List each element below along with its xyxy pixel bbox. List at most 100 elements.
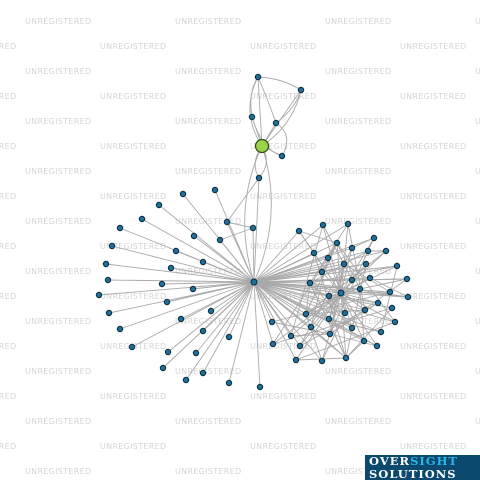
graph-node bbox=[95, 291, 103, 299]
graph-node bbox=[179, 190, 187, 198]
edge bbox=[253, 281, 323, 362]
watermark-text: UNREGISTERED bbox=[100, 442, 166, 451]
graph-node bbox=[310, 249, 318, 257]
graph-node bbox=[319, 221, 327, 229]
edge bbox=[329, 278, 408, 335]
edge bbox=[329, 333, 378, 347]
graph-node bbox=[102, 260, 110, 268]
watermark-text: UNREGISTERED bbox=[0, 442, 16, 451]
graph-node bbox=[296, 342, 304, 350]
edge bbox=[253, 281, 347, 359]
graph-node bbox=[177, 315, 185, 323]
graph-node bbox=[366, 274, 374, 282]
watermark-text: UNREGISTERED bbox=[25, 167, 91, 176]
watermark-text: UNREGISTERED bbox=[175, 467, 241, 476]
edge bbox=[351, 278, 408, 281]
edge bbox=[253, 145, 272, 283]
graph-node bbox=[163, 298, 171, 306]
watermark-text: UNREGISTERED bbox=[400, 342, 466, 351]
edge bbox=[228, 281, 255, 384]
watermark-text: UNREGISTERED bbox=[400, 242, 466, 251]
watermark-text: UNREGISTERED bbox=[325, 117, 391, 126]
edge bbox=[107, 279, 255, 283]
graph-node bbox=[104, 276, 112, 284]
watermark-text: UNREGISTERED bbox=[175, 367, 241, 376]
watermark-text: UNREGISTERED bbox=[0, 192, 16, 201]
watermark-text: UNREGISTERED bbox=[475, 67, 480, 76]
edge bbox=[322, 224, 342, 294]
edge bbox=[359, 288, 365, 342]
graph-node bbox=[393, 262, 401, 270]
graph-node bbox=[326, 330, 334, 338]
logo-word-sight: SIGHT bbox=[410, 454, 458, 468]
edge bbox=[340, 291, 391, 294]
edge bbox=[219, 239, 255, 283]
watermark-text: UNREGISTERED bbox=[325, 67, 391, 76]
watermark-text: UNREGISTERED bbox=[400, 442, 466, 451]
watermark-text: UNREGISTERED bbox=[175, 417, 241, 426]
watermark-text: UNREGISTERED bbox=[475, 167, 480, 176]
watermark-text: UNREGISTERED bbox=[175, 267, 241, 276]
graph-node bbox=[377, 328, 385, 336]
graph-node bbox=[207, 307, 215, 315]
edge bbox=[253, 223, 349, 283]
edge bbox=[253, 281, 261, 388]
watermark-text: UNREGISTERED bbox=[25, 67, 91, 76]
edge bbox=[340, 292, 379, 304]
edge bbox=[167, 281, 255, 353]
graph-node bbox=[391, 318, 399, 326]
graph-node bbox=[268, 318, 276, 326]
graph-node bbox=[340, 260, 348, 268]
graph-node bbox=[348, 324, 356, 332]
watermark-text: UNREGISTERED bbox=[250, 242, 316, 251]
watermark-text: UNREGISTERED bbox=[325, 17, 391, 26]
edge bbox=[305, 309, 366, 315]
edge bbox=[322, 224, 345, 265]
edge bbox=[253, 281, 353, 329]
edge bbox=[257, 76, 263, 147]
edge bbox=[98, 281, 255, 296]
edge bbox=[192, 281, 255, 290]
watermark-text: UNREGISTERED bbox=[325, 167, 391, 176]
watermark-text: UNREGISTERED bbox=[475, 267, 480, 276]
watermark-text: UNREGISTERED bbox=[100, 42, 166, 51]
graph-node bbox=[256, 383, 264, 391]
graph-node bbox=[360, 337, 368, 345]
graph-node bbox=[248, 113, 256, 121]
graph-node-secondary-hub bbox=[337, 289, 345, 297]
edge bbox=[290, 333, 331, 337]
watermark-text: UNREGISTERED bbox=[25, 117, 91, 126]
watermark-text: UNREGISTERED bbox=[475, 117, 480, 126]
graph-node bbox=[192, 349, 200, 357]
edge bbox=[253, 281, 393, 309]
edge bbox=[321, 263, 367, 273]
edge bbox=[253, 250, 387, 283]
oversight-solutions-logo: OVERSIGHT SOLUTIONS bbox=[365, 455, 480, 480]
watermark-text: UNREGISTERED bbox=[400, 192, 466, 201]
graph-node bbox=[223, 218, 231, 226]
graph-node bbox=[342, 354, 350, 362]
edge bbox=[202, 261, 255, 283]
edge bbox=[305, 282, 311, 315]
graph-node bbox=[108, 242, 116, 250]
graph-node bbox=[341, 309, 349, 317]
edge bbox=[253, 177, 260, 283]
edge bbox=[290, 292, 342, 337]
edge bbox=[298, 230, 338, 244]
edge bbox=[369, 277, 409, 298]
graph-node bbox=[225, 333, 233, 341]
watermark-layer: UNREGISTERED UNREGISTERED UNREGISTERED UNRE… bbox=[0, 17, 480, 476]
graph-node bbox=[324, 254, 332, 262]
graph-node bbox=[216, 236, 224, 244]
edge bbox=[309, 282, 353, 329]
watermark-text: UNREGISTERED bbox=[250, 442, 316, 451]
graph-node bbox=[364, 247, 372, 255]
graph-node bbox=[373, 342, 381, 350]
watermark-text: UNREGISTERED bbox=[475, 17, 480, 26]
watermark-text: UNREGISTERED bbox=[100, 142, 166, 151]
watermark-text: UNREGISTERED bbox=[175, 317, 241, 326]
edge bbox=[252, 227, 255, 283]
edge bbox=[226, 221, 254, 229]
graph-node bbox=[348, 276, 356, 284]
graph-node bbox=[167, 264, 175, 272]
